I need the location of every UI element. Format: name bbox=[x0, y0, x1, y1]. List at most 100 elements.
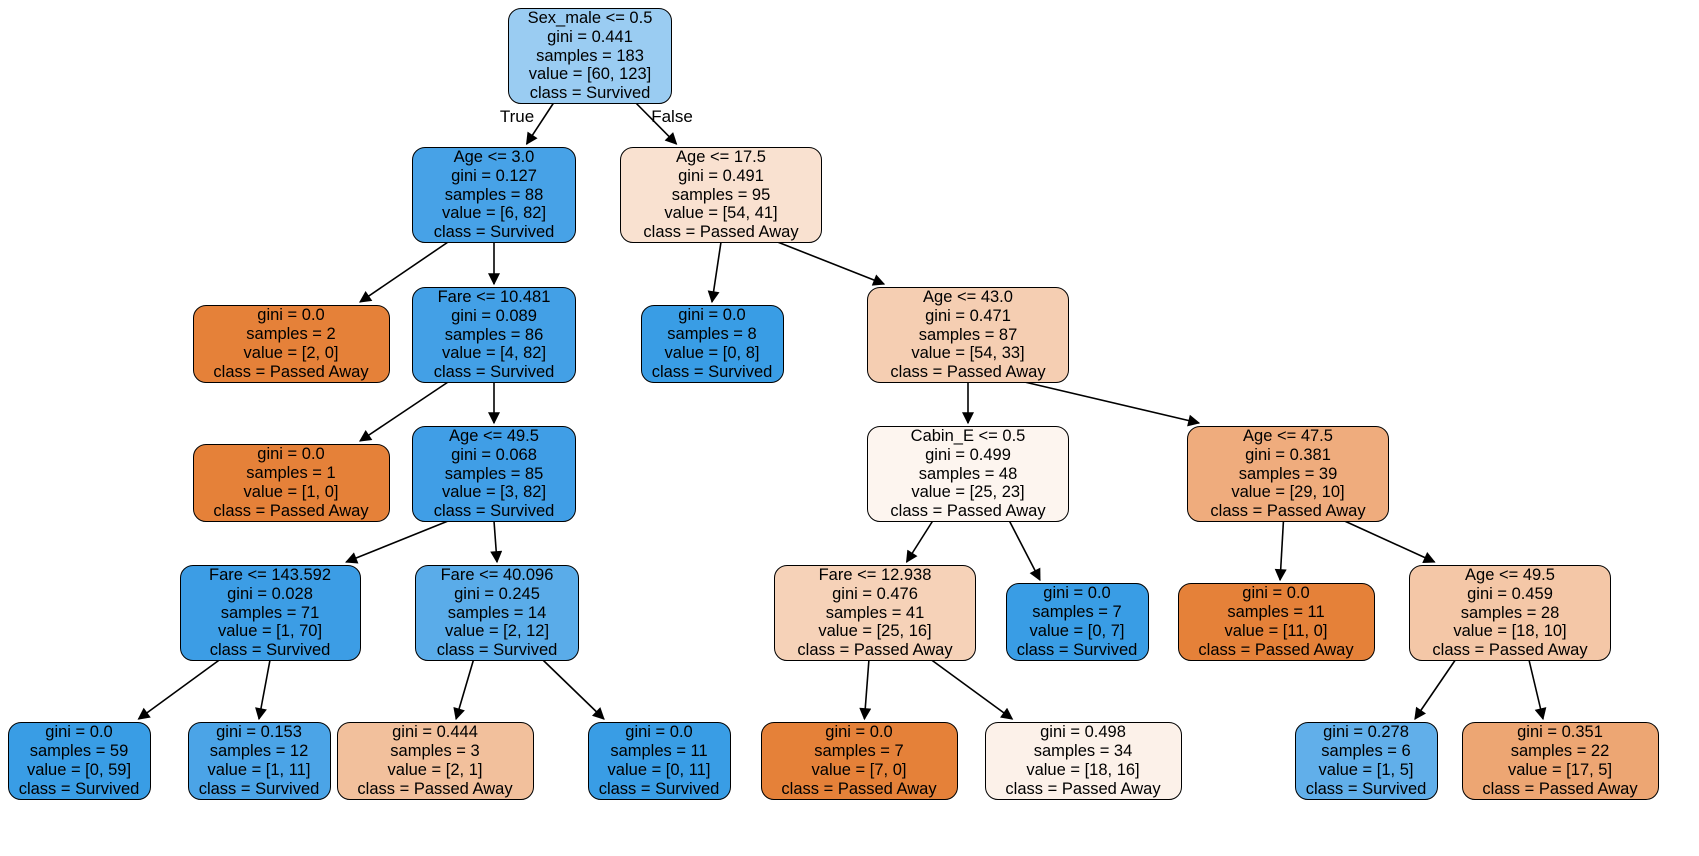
node-line: value = [1, 0] bbox=[243, 483, 339, 501]
node-line: samples = 41 bbox=[825, 603, 925, 622]
node-line: value = [0, 7] bbox=[1029, 622, 1125, 640]
tree-edge-n11-n17 bbox=[137, 659, 220, 720]
node-line: class = Survived bbox=[433, 223, 555, 242]
node-line: gini = 0.0 bbox=[45, 723, 113, 742]
node-line: class = Survived bbox=[651, 362, 773, 381]
tree-edge-n12-n20 bbox=[542, 659, 605, 720]
tree-edge-n0-n2 bbox=[635, 102, 678, 145]
tree-edge-n10-n16 bbox=[1344, 520, 1436, 563]
node-line: value = [17, 5] bbox=[1507, 761, 1613, 779]
node-line: Sex_male <= 0.5 bbox=[527, 8, 653, 27]
node-line: samples = 8 bbox=[667, 325, 757, 344]
node-line: gini = 0.028 bbox=[227, 584, 313, 603]
node-line: samples = 85 bbox=[444, 464, 544, 483]
node-line: gini = 0.491 bbox=[678, 166, 764, 185]
node-line: gini = 0.278 bbox=[1323, 723, 1409, 742]
node-line: gini = 0.0 bbox=[1242, 584, 1310, 603]
tree-edge-n1-n3 bbox=[359, 241, 449, 303]
tree-edge-n11-n18 bbox=[255, 659, 271, 721]
tree-edge-n13-n21 bbox=[859, 659, 872, 721]
node-line: value = [4, 82] bbox=[441, 344, 547, 363]
node-line: samples = 87 bbox=[918, 325, 1018, 344]
node-line: class = Survived bbox=[433, 502, 555, 521]
node-line: Age <= 43.0 bbox=[923, 287, 1013, 306]
node-line: gini = 0.127 bbox=[451, 166, 537, 185]
node-line: value = [2, 1] bbox=[387, 761, 483, 779]
node-line: value = [25, 16] bbox=[818, 622, 932, 641]
node-line: Fare <= 10.481 bbox=[437, 287, 551, 306]
node-line: samples = 22 bbox=[1510, 742, 1610, 761]
node-line: samples = 183 bbox=[536, 46, 644, 65]
tree-edge-n9-n14 bbox=[1008, 520, 1041, 582]
node-line: samples = 39 bbox=[1238, 464, 1338, 483]
node-line: class = Survived bbox=[209, 641, 331, 660]
tree-edge-n12-n19 bbox=[453, 659, 475, 721]
node-line: class = Passed Away bbox=[1005, 779, 1161, 798]
node-line: Age <= 17.5 bbox=[676, 147, 766, 166]
node-line: gini = 0.245 bbox=[454, 584, 540, 603]
node-line: value = [0, 8] bbox=[664, 344, 760, 362]
node-line: Cabin_E <= 0.5 bbox=[910, 426, 1026, 445]
node-line: value = [11, 0] bbox=[1224, 622, 1328, 640]
node-line: samples = 88 bbox=[444, 185, 544, 204]
node-line: value = [60, 123] bbox=[528, 65, 652, 84]
node-line: class = Survived bbox=[1305, 779, 1427, 798]
edge-label-true: True bbox=[499, 107, 535, 126]
node-line: Fare <= 40.096 bbox=[440, 565, 554, 584]
node-line: class = Passed Away bbox=[781, 779, 937, 798]
node-line: Age <= 49.5 bbox=[1465, 565, 1555, 584]
node-line: gini = 0.351 bbox=[1517, 723, 1603, 742]
node-line: samples = 7 bbox=[814, 742, 904, 761]
node-line: value = [54, 33] bbox=[911, 344, 1025, 363]
node-line: Fare <= 143.592 bbox=[208, 565, 331, 584]
node-line: class = Survived bbox=[1016, 640, 1138, 659]
tree-edge-n13-n22 bbox=[931, 659, 1014, 720]
node-line: class = Passed Away bbox=[797, 641, 953, 660]
node-line: samples = 95 bbox=[671, 185, 771, 204]
node-line: class = Passed Away bbox=[1482, 779, 1638, 798]
tree-edge-n2-n6 bbox=[777, 241, 886, 286]
node-line: value = [29, 10] bbox=[1231, 483, 1345, 502]
node-line: gini = 0.0 bbox=[257, 306, 325, 325]
node-line: samples = 11 bbox=[610, 742, 708, 761]
node-line: value = [54, 41] bbox=[664, 204, 778, 223]
node-line: samples = 28 bbox=[1460, 603, 1560, 622]
node-line: value = [6, 82] bbox=[441, 204, 547, 223]
tree-edge-n8-n12 bbox=[490, 520, 503, 564]
node-line: gini = 0.0 bbox=[257, 445, 325, 464]
tree-edge-n4-n7 bbox=[359, 381, 449, 442]
edge-label-false: False bbox=[651, 107, 693, 126]
tree-edge-n16-n24 bbox=[1528, 659, 1547, 721]
node-line: samples = 14 bbox=[447, 603, 547, 622]
tree-edge-n0-n1 bbox=[525, 102, 555, 146]
node-line: class = Passed Away bbox=[890, 363, 1046, 382]
node-line: value = [3, 82] bbox=[441, 483, 547, 502]
node-line: class = Survived bbox=[436, 641, 558, 660]
node-line: class = Passed Away bbox=[1432, 641, 1588, 660]
node-line: samples = 11 bbox=[1227, 603, 1325, 622]
node-line: gini = 0.0 bbox=[678, 306, 746, 325]
node-line: class = Passed Away bbox=[643, 223, 799, 242]
tree-edge-n16-n23 bbox=[1414, 659, 1456, 720]
node-line: class = Passed Away bbox=[1198, 640, 1354, 659]
tree-edge-n10-n15 bbox=[1274, 520, 1287, 582]
node-line: samples = 3 bbox=[390, 742, 480, 761]
node-line: value = [25, 23] bbox=[911, 483, 1025, 502]
